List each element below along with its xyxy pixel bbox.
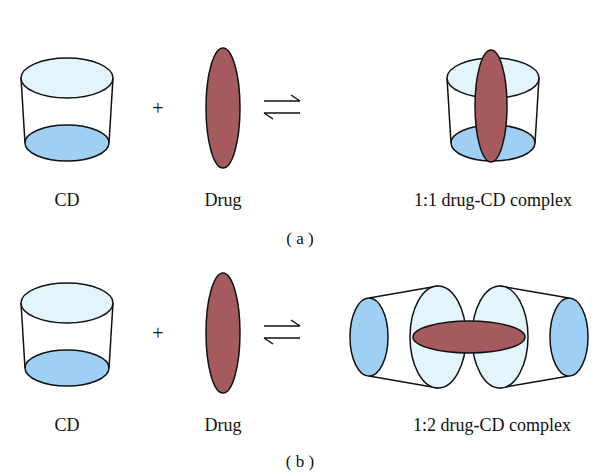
cyclodextrin — [21, 58, 113, 161]
complex-label: 1:2 drug-CD complex — [413, 416, 571, 436]
equilibrium-arrows — [264, 320, 300, 344]
drug-label: Drug — [205, 416, 242, 436]
complex-label: 1:1 drug-CD complex — [414, 191, 572, 211]
drug-label: Drug — [205, 191, 242, 211]
complex-1-1 — [447, 50, 539, 162]
cd-label: CD — [54, 191, 79, 211]
panel-label: ( a ) — [286, 230, 313, 249]
complex-1-2 — [350, 286, 588, 388]
panel-label: ( b ) — [286, 453, 314, 472]
drug-molecule — [206, 273, 240, 393]
drug-molecule — [206, 48, 240, 168]
equilibrium-arrows — [264, 95, 300, 119]
cyclodextrin — [21, 283, 113, 386]
plus-sign: + — [152, 97, 163, 119]
cd-label: CD — [54, 416, 79, 436]
plus-sign: + — [152, 322, 163, 344]
